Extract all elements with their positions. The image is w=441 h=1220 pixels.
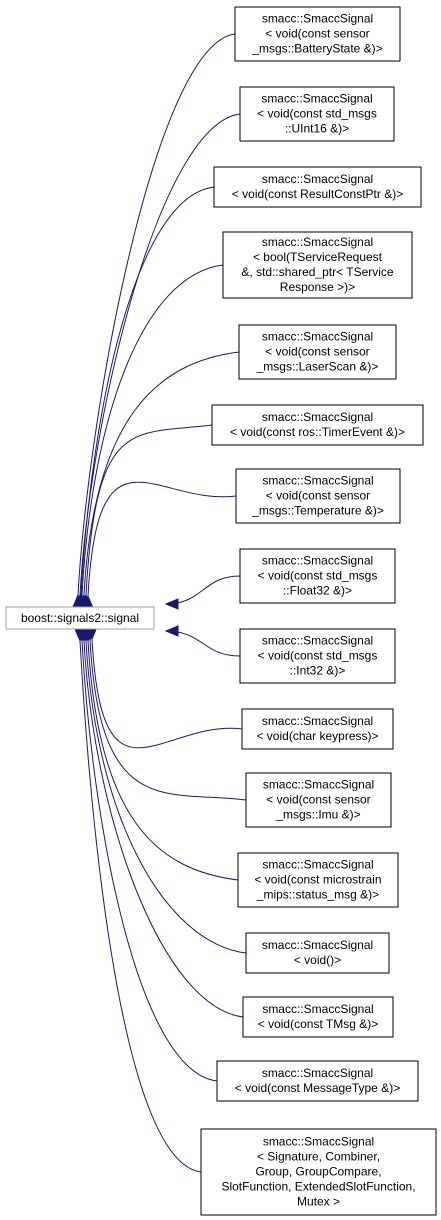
- inheritance-edge: [91, 638, 243, 749]
- derived-class-label-line: smacc::SmaccSignal: [262, 1002, 373, 1016]
- inheritance-edge: [89, 639, 247, 801]
- derived-class-node[interactable]: smacc::SmaccSignal< void(const std_msgs:…: [239, 628, 396, 684]
- derived-class-box: [234, 6, 401, 62]
- derived-class-node[interactable]: smacc::SmaccSignal< void(const ros::Time…: [211, 404, 424, 446]
- derived-class-box: [245, 772, 392, 828]
- derived-class-box: [237, 852, 399, 908]
- inheritance-edge: [83, 640, 244, 1018]
- derived-class-label-line: _msgs::LaserScan &)>: [256, 360, 379, 374]
- derived-class-label-line: smacc::SmaccSignal: [262, 330, 373, 344]
- inheritance-edge: [87, 640, 239, 881]
- inheritance-edge: [77, 33, 236, 596]
- derived-class-label-line: < void(const std_msgs: [257, 107, 377, 121]
- derived-class-label-line: < void(const sensor: [265, 345, 369, 359]
- derived-class-label-line: smacc::SmaccSignal: [262, 474, 373, 488]
- derived-class-box: [213, 166, 422, 208]
- derived-class-label-line: < void(char keypress)>: [256, 729, 378, 743]
- derived-class-label-line: smacc::SmaccSignal: [262, 554, 373, 568]
- base-class-box: [5, 606, 155, 630]
- derived-class-node[interactable]: smacc::SmaccSignal< Signature, Combiner,…: [200, 1128, 437, 1216]
- derived-class-node[interactable]: smacc::SmaccSignal< void()>: [245, 932, 390, 974]
- derived-class-label-line: smacc::SmaccSignal: [262, 938, 373, 952]
- inheritance-arrowhead: [164, 598, 179, 610]
- derived-class-label-line: SlotFunction, ExtendedSlotFunction,: [221, 1180, 415, 1194]
- derived-class-box: [200, 1128, 437, 1216]
- base-class-node[interactable]: boost::signals2::signal: [5, 606, 155, 630]
- derived-class-label-line: < void(const MessageType &)>: [235, 1081, 400, 1095]
- derived-class-label-line: ::UInt16 &)>: [285, 122, 349, 136]
- derived-class-label-line: smacc::SmaccSignal: [262, 12, 373, 26]
- inheritance-edge: [87, 481, 237, 597]
- derived-class-node[interactable]: smacc::SmaccSignal< void(const ResultCon…: [213, 166, 422, 208]
- derived-class-node[interactable]: smacc::SmaccSignal< void(const sensor_ms…: [238, 324, 397, 380]
- derived-class-node[interactable]: smacc::SmaccSignal< void(const sensor_ms…: [245, 772, 392, 828]
- derived-class-label-line: _msgs::Temperature &)>: [251, 504, 384, 518]
- derived-class-node[interactable]: smacc::SmaccSignal< void(char keypress)>: [241, 708, 394, 750]
- derived-class-node[interactable]: smacc::SmaccSignal< void(const std_msgs:…: [239, 86, 395, 142]
- derived-class-node[interactable]: smacc::SmaccSignal< void(const sensor_ms…: [234, 6, 401, 62]
- derived-class-label-line: smacc::SmaccSignal: [262, 634, 373, 648]
- derived-class-label-line: < bool(TServiceRequest: [253, 250, 383, 264]
- derived-class-node[interactable]: smacc::SmaccSignal< bool(TServiceRequest…: [222, 231, 413, 299]
- inheritance-edge: [83, 351, 240, 596]
- derived-class-box: [235, 468, 401, 524]
- derived-class-label-line: < void()>: [294, 953, 341, 967]
- inheritance-arrowhead: [164, 625, 179, 637]
- derived-class-node[interactable]: smacc::SmaccSignal< void(const MessageTy…: [216, 1060, 419, 1102]
- derived-class-box: [216, 1060, 419, 1102]
- derived-class-label-line: ::Float32 &)>: [283, 584, 352, 598]
- inheritance-edge: [80, 186, 215, 596]
- derived-class-label-line: smacc::SmaccSignal: [262, 172, 373, 186]
- derived-class-nodes: smacc::SmaccSignal< void(const sensor_ms…: [200, 6, 437, 1216]
- derived-class-node[interactable]: smacc::SmaccSignal< void(const microstra…: [237, 852, 399, 908]
- derived-class-label-line: ::Int32 &)>: [290, 664, 346, 678]
- derived-class-box: [242, 996, 394, 1038]
- inheritance-edge: [85, 640, 247, 954]
- derived-class-label-line: smacc::SmaccSignal: [263, 778, 374, 792]
- derived-class-node[interactable]: smacc::SmaccSignal< void(const sensor_ms…: [235, 468, 401, 524]
- derived-class-label-line: Group, GroupCompare,: [255, 1165, 381, 1179]
- derived-class-label-line: _msgs::BatteryState &)>: [251, 42, 382, 56]
- derived-class-label-line: smacc::SmaccSignal: [261, 92, 372, 106]
- derived-class-label-line: < void(const sensor: [266, 793, 370, 807]
- derived-class-label-line: _msgs::Imu &)>: [275, 808, 360, 822]
- derived-class-label-line: < Signature, Combiner,: [257, 1150, 380, 1164]
- derived-class-box: [239, 86, 395, 142]
- derived-class-label-line: &, std::shared_ptr< TService: [241, 265, 394, 279]
- derived-class-box: [241, 708, 394, 750]
- inheritance-edge: [79, 640, 202, 1173]
- inheritance-edge: [81, 264, 224, 596]
- derived-class-node[interactable]: smacc::SmaccSignal< void(const TMsg &)>: [242, 996, 394, 1038]
- derived-class-label-line: < void(const std_msgs: [258, 569, 378, 583]
- base-class-label: boost::signals2::signal: [21, 611, 139, 625]
- derived-class-label-line: < void(const sensor: [266, 489, 370, 503]
- derived-class-label-line: Mutex >: [297, 1195, 340, 1209]
- derived-class-label-line: < void(const ros::TimerEvent &)>: [230, 425, 405, 439]
- derived-class-label-line: _mips::status_msg &)>: [256, 888, 379, 902]
- derived-class-label-line: smacc::SmaccSignal: [262, 235, 373, 249]
- derived-class-box: [238, 324, 397, 380]
- derived-class-label-line: < void(const microstrain: [254, 873, 381, 887]
- inheritance-edges: [72, 33, 247, 1173]
- derived-class-label-line: smacc::SmaccSignal: [263, 1135, 374, 1149]
- inheritance-edge: [85, 424, 213, 596]
- inheritance-edge: [81, 640, 218, 1082]
- derived-class-node[interactable]: smacc::SmaccSignal< void(const std_msgs:…: [239, 548, 396, 604]
- derived-class-label-line: smacc::SmaccSignal: [262, 410, 373, 424]
- derived-class-box: [211, 404, 424, 446]
- derived-class-box: [245, 932, 390, 974]
- derived-class-label-line: Response >)>: [280, 280, 355, 294]
- derived-class-label-line: smacc::SmaccSignal: [262, 1066, 373, 1080]
- derived-class-label-line: smacc::SmaccSignal: [262, 858, 373, 872]
- derived-class-box: [239, 628, 396, 684]
- derived-class-box: [239, 548, 396, 604]
- derived-class-box: [222, 231, 413, 299]
- derived-class-label-line: < void(const TMsg &)>: [258, 1017, 379, 1031]
- derived-class-label-line: smacc::SmaccSignal: [262, 714, 373, 728]
- derived-class-label-line: < void(const std_msgs: [258, 649, 378, 663]
- derived-class-label-line: < void(const sensor: [265, 27, 369, 41]
- derived-class-label-line: < void(const ResultConstPtr &)>: [232, 187, 403, 201]
